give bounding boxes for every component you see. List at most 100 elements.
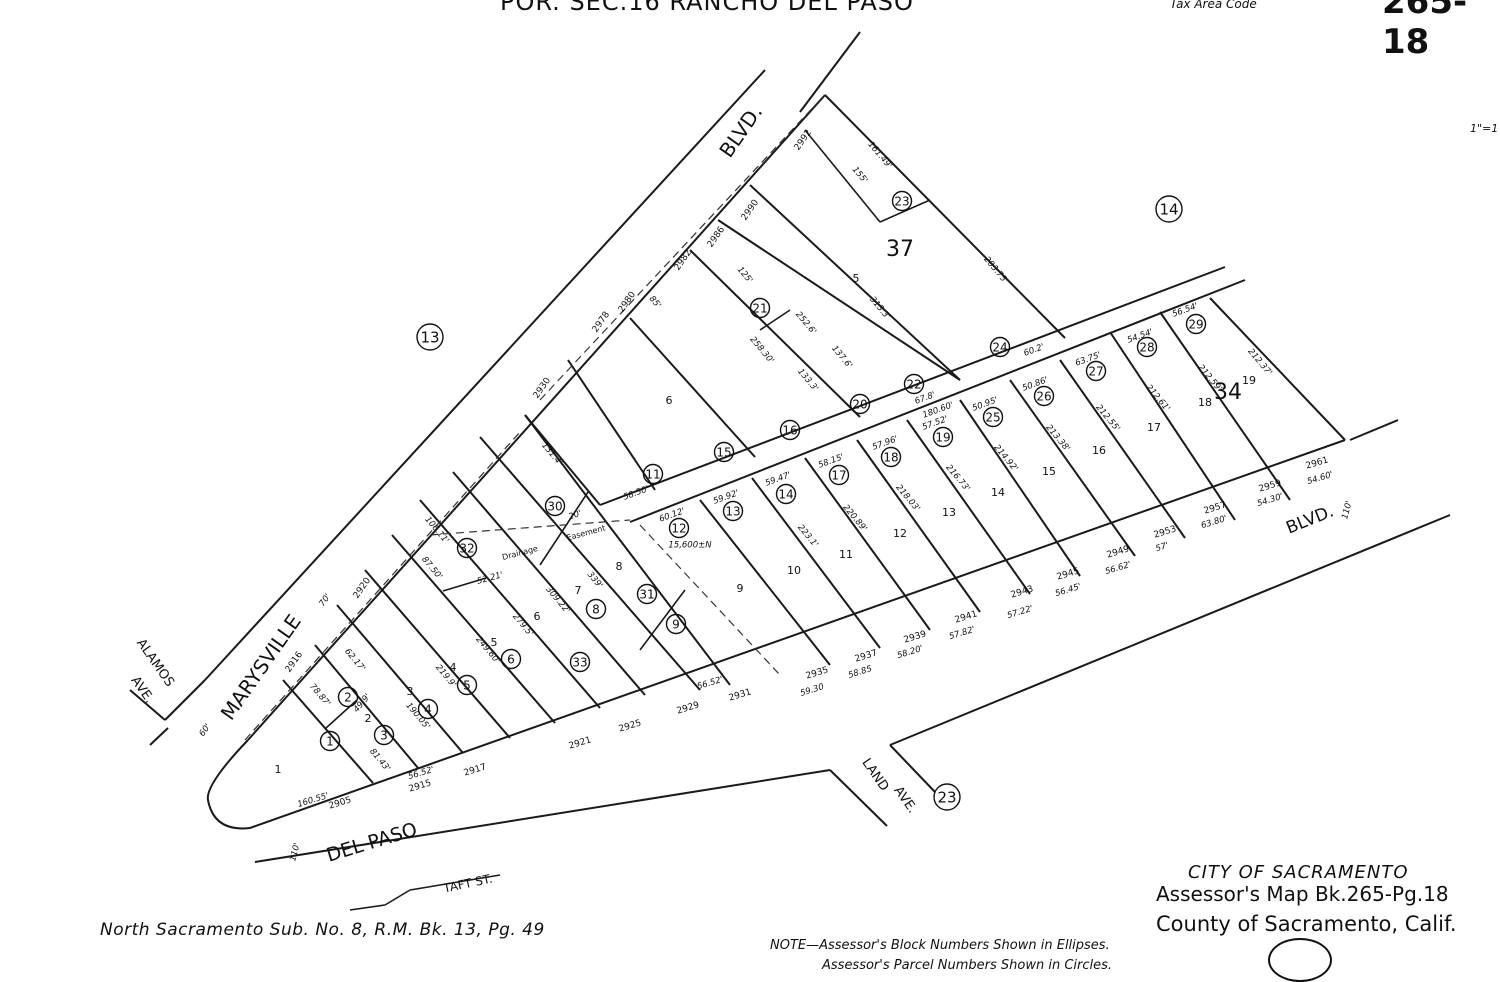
street-address: 2943 xyxy=(1010,584,1035,600)
parcel-circle-icon xyxy=(749,297,771,319)
lot-number: 3 xyxy=(407,685,414,698)
parcel-circle-icon xyxy=(982,406,1004,428)
parcel-circle-icon xyxy=(1033,385,1055,407)
street-label-del-paso: DEL PASO xyxy=(324,818,420,866)
dimension-label: 203.75' xyxy=(981,255,1009,286)
lot-number: 13 xyxy=(942,506,956,519)
legend-ellipse xyxy=(1268,938,1332,982)
street-address: 2937 xyxy=(854,648,879,664)
parcel-number: 14 xyxy=(778,488,793,502)
dimension-label: 57.82' xyxy=(948,625,976,642)
dimension-label: 56.52' xyxy=(696,675,724,692)
parcel-number: 20 xyxy=(852,398,867,412)
parcel-circle-icon xyxy=(932,426,954,448)
parcel-circle-icon xyxy=(880,446,902,468)
block-34-lines xyxy=(699,297,1346,666)
parcel-circle-icon xyxy=(668,517,690,539)
lot-number: 5 xyxy=(853,272,860,285)
dimension-label: 52.21' xyxy=(476,570,504,587)
parcel-circle-icon xyxy=(456,674,478,696)
dimension-label: 54.60' xyxy=(1306,470,1334,487)
lot-number: 6 xyxy=(534,610,541,623)
dimension-label: 58.20' xyxy=(896,644,924,661)
dimension-label: 125' xyxy=(735,265,755,286)
street-label-del-paso-blvd: BLVD. xyxy=(1283,501,1336,538)
dimension-label: 15,600±N xyxy=(668,541,712,551)
parcel-circle-icon xyxy=(1136,336,1158,358)
parcel-circle-icon xyxy=(642,463,664,485)
parcel-circle-icon xyxy=(891,190,913,212)
parcel-circle-icon xyxy=(849,393,871,415)
dimension-label: 160.55' xyxy=(296,791,330,810)
street-address: 2935 xyxy=(805,665,830,681)
lot-number: 12 xyxy=(893,527,907,540)
parcel-circle-icon xyxy=(989,336,1011,358)
parcel-circle-icon xyxy=(903,373,925,395)
parcel-circle-icon xyxy=(636,583,658,605)
dimension-label: 81.43' xyxy=(367,747,392,774)
parcel-circle-icon xyxy=(456,537,478,559)
street-address: 2945 xyxy=(1056,566,1081,582)
street-address: 2931 xyxy=(728,687,753,703)
dimension-label: 110' xyxy=(1340,500,1354,521)
dimension-label: 212.61' xyxy=(1143,383,1171,414)
dimension-label: 59.47' xyxy=(764,470,792,489)
page-number: 265-18 xyxy=(1382,0,1468,62)
parcel-number: 21 xyxy=(752,302,767,316)
street-address: 2925 xyxy=(618,718,643,734)
parcel-circle-icon xyxy=(417,698,439,720)
dimension-label: 56.52' xyxy=(407,765,435,782)
map-title: POR. SEC.16 RANCHO DEL PASO xyxy=(500,0,914,16)
dimension-label: 155' xyxy=(850,165,870,186)
dimension-label: 279.5' xyxy=(510,612,535,639)
dimension-label: 223.1' xyxy=(795,523,820,550)
block-circle-icon xyxy=(933,783,961,811)
dimension-label: 252.6' xyxy=(793,310,818,337)
adjacent-block-number: 14 xyxy=(1159,201,1178,219)
adjacent-block-number: 13 xyxy=(420,329,439,347)
parcel-number: 28 xyxy=(1139,341,1154,355)
street-label-drainage: Drainage xyxy=(501,544,539,562)
parcel-number: 25 xyxy=(985,411,1000,425)
dimension-label: 161.49' xyxy=(865,140,893,171)
parcel-circle-icon xyxy=(500,648,522,670)
street-address: 2992 xyxy=(793,128,814,152)
west-block-lines xyxy=(244,99,821,784)
note-line-2: Assessor's Parcel Numbers Shown in Circl… xyxy=(822,958,1113,973)
street-label-land-ave: AVE. xyxy=(890,784,919,817)
parcel-circle-icon xyxy=(722,500,744,522)
parcel-circle-icon xyxy=(1085,360,1107,382)
street-address: 2917 xyxy=(463,762,488,778)
parcel-circle-icon xyxy=(319,730,341,752)
parcel-number: 13 xyxy=(725,505,740,519)
dimension-label: 137.6' xyxy=(829,344,854,371)
lot-number: 19 xyxy=(1242,374,1256,387)
parcel-number: 12 xyxy=(671,522,686,536)
parcel-number: 31 xyxy=(639,588,654,602)
street-label-easement: Easement xyxy=(566,523,607,542)
street-label-alamos-ave: AVE. xyxy=(127,674,156,707)
parcel-number: 26 xyxy=(1036,390,1051,404)
street-lines xyxy=(129,31,1451,911)
block-circle-icon xyxy=(416,323,444,351)
parcel-number: 29 xyxy=(1188,318,1203,332)
parcel-number: 1 xyxy=(326,735,334,749)
dimension-label: 70' xyxy=(318,592,334,609)
street-address: 2949 xyxy=(1106,544,1131,560)
street-address: 2978 xyxy=(591,310,612,335)
dimension-label: 313.3' xyxy=(867,295,892,322)
lot-number: 15 xyxy=(1042,465,1056,478)
street-address: 2961 xyxy=(1305,455,1330,471)
parcel-circle-icon xyxy=(569,651,591,673)
dimension-label: 78.87' xyxy=(307,682,332,709)
lot-number: 2 xyxy=(365,712,372,725)
lot-number: 7 xyxy=(575,584,582,597)
tax-area-code-label: Tax Area Code xyxy=(1170,0,1257,11)
street-label-land: LAND xyxy=(858,756,891,794)
lot-number: 17 xyxy=(1147,421,1161,434)
lot-number: 4 xyxy=(450,661,457,674)
lot-number: 14 xyxy=(991,486,1005,499)
dimension-label: 220.89' xyxy=(840,503,868,534)
dimension-label: 85' xyxy=(647,294,663,311)
